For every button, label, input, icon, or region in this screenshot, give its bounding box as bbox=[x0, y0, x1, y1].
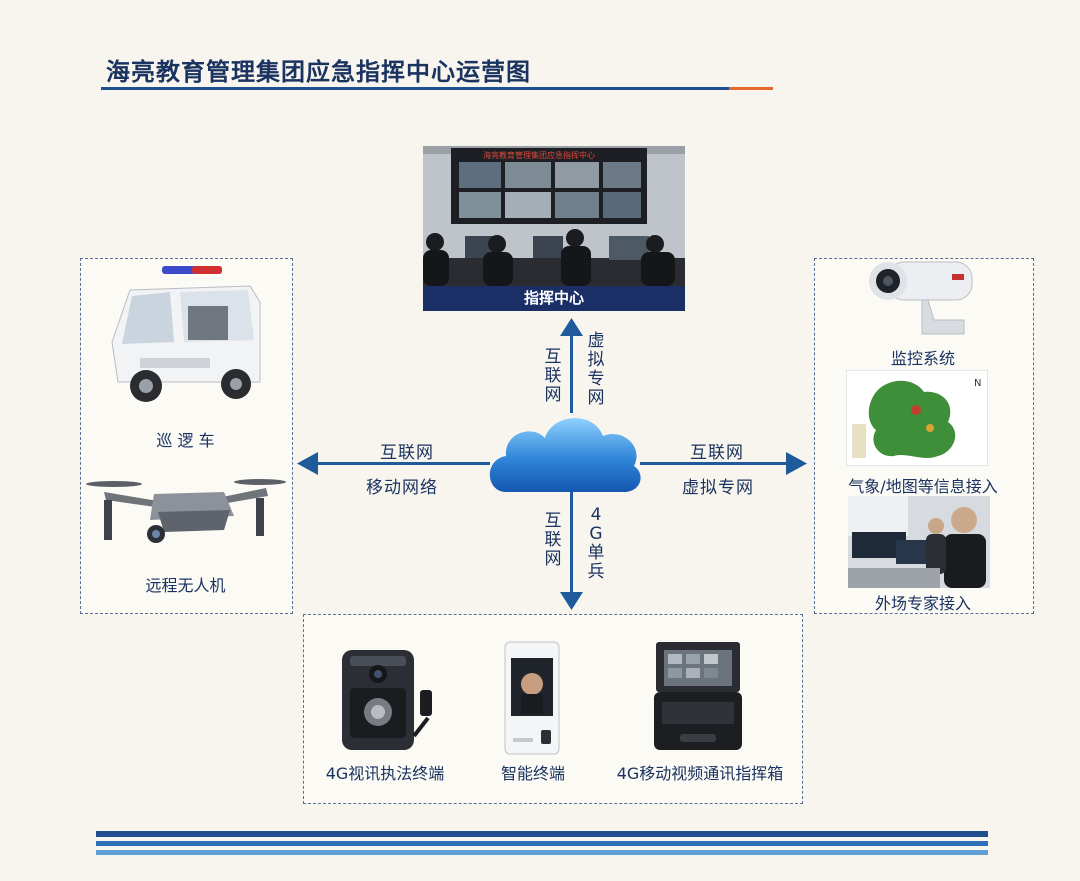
title-underline-accent bbox=[729, 87, 773, 90]
link-label-down-left: 互联网 bbox=[544, 511, 562, 569]
link-label-up-left: 互联网 bbox=[544, 347, 562, 405]
footer-stripe-2 bbox=[96, 841, 988, 846]
footer-stripe-1 bbox=[96, 831, 988, 837]
patrol-car-label: 巡 逻 车 bbox=[156, 431, 215, 450]
surveillance-label: 监控系统 bbox=[890, 349, 955, 368]
body-camera-icon bbox=[342, 650, 432, 750]
arrow-left bbox=[297, 452, 490, 475]
footer-stripe-3 bbox=[96, 850, 988, 855]
body-camera-label: 4G视讯执法终端 bbox=[325, 764, 445, 783]
surveillance-camera-icon bbox=[869, 261, 973, 335]
mobile-command-box-label: 4G移动视频通讯指挥箱 bbox=[616, 764, 784, 783]
weather-map-label: 气象/地图等信息接入 bbox=[848, 477, 998, 496]
link-label-up-right: 虚拟专网 bbox=[587, 331, 605, 408]
link-label-left-bottom: 移动网络 bbox=[366, 478, 438, 498]
link-label-right-bottom: 虚拟专网 bbox=[682, 478, 754, 498]
command-center-caption: 指挥中心 bbox=[423, 286, 685, 311]
link-label-down-right: 4G单兵 bbox=[587, 505, 605, 582]
smart-terminal-label: 智能终端 bbox=[500, 764, 565, 783]
expert-access-icon bbox=[848, 496, 990, 588]
drone-icon bbox=[86, 479, 286, 543]
command-center-photo: 海亮教育管理集团应急指挥中心 指挥中心 bbox=[423, 146, 685, 311]
weather-map-icon: N bbox=[846, 370, 988, 466]
arrow-up bbox=[560, 318, 583, 413]
cloud-icon bbox=[489, 418, 641, 492]
arrow-right bbox=[640, 452, 807, 475]
title-underline bbox=[101, 87, 729, 90]
link-label-right-top: 互联网 bbox=[690, 443, 744, 463]
svg-text:N: N bbox=[974, 378, 981, 389]
drone-label: 远程无人机 bbox=[145, 576, 226, 595]
arrow-down bbox=[560, 488, 583, 610]
link-label-left-top: 互联网 bbox=[380, 443, 434, 463]
patrol-car-icon bbox=[111, 266, 261, 402]
smart-terminal-icon bbox=[504, 641, 560, 755]
page-title: 海亮教育管理集团应急指挥中心运营图 bbox=[106, 58, 531, 86]
mobile-command-box-icon bbox=[654, 642, 742, 750]
video-wall-banner: 海亮教育管理集团应急指挥中心 bbox=[483, 151, 595, 160]
expert-access-label: 外场专家接入 bbox=[874, 594, 971, 613]
